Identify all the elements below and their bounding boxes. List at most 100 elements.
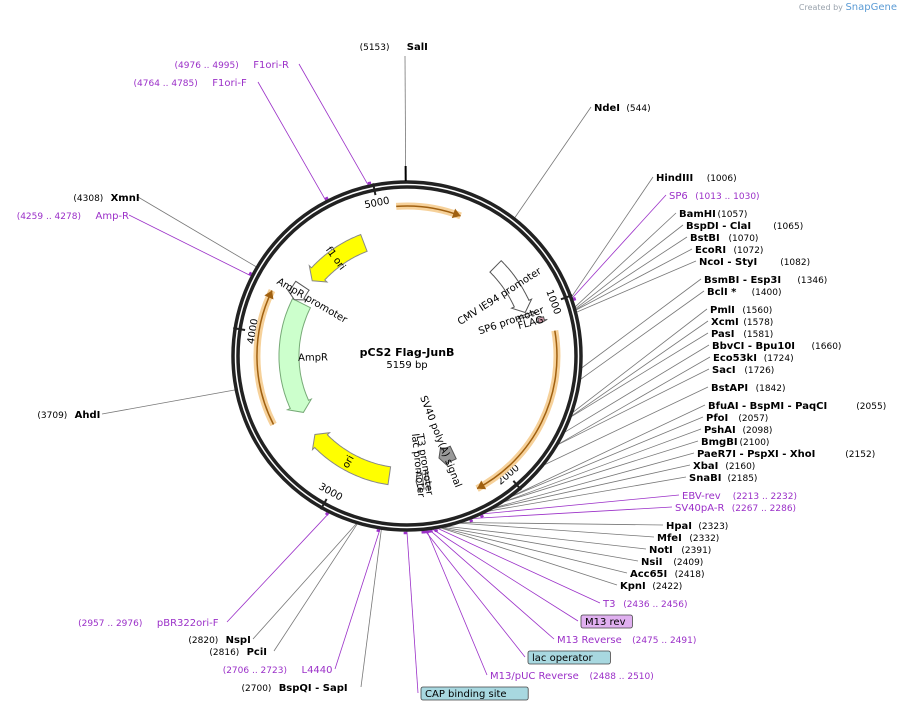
site-snabi[interactable]: SnaBI(2185) (689, 473, 757, 484)
site-name-bsmbi-esp3i: BsmBI - Esp3I (704, 275, 781, 286)
leader-ecori (575, 248, 693, 311)
site-name-bbvci-bpu10i: BbvCI - Bpu10I (712, 341, 795, 352)
site-pos-ahdi: (3709) (37, 411, 67, 421)
site-name-bspdi-clai: BspDI - ClaI (686, 221, 751, 232)
site-mfei[interactable]: MfeI(2332) (657, 533, 719, 544)
site-ndei[interactable]: NdeI(544) (594, 103, 651, 114)
leader-bmgbi (503, 440, 699, 503)
credit-prefix: Created by (798, 3, 843, 12)
site-pos-bstbi: (1070) (729, 234, 759, 244)
site-sv40pa-r[interactable]: SV40pA-R(2267 .. 2286) (675, 503, 796, 514)
site-bspqi-sapi[interactable]: BspQI - SapI(2700) (242, 683, 348, 694)
site-bcli[interactable]: BclI *(1400) (707, 287, 782, 298)
site-name-paer7i-pspxi-xhoi: PaeR7I - PspXI - XhoI (697, 449, 815, 460)
site-paer7i-pspxi-xhoi[interactable]: PaeR7I - PspXI - XhoI (2152) (697, 449, 875, 460)
site-pos-kpni: (2422) (652, 582, 682, 592)
site-pcii[interactable]: PciI(2816) (209, 647, 267, 658)
site-acc65i[interactable]: Acc65I(2418) (630, 569, 705, 580)
site-lac-operator[interactable]: lac operator (527, 650, 611, 665)
site-pasi[interactable]: PasI(1581) (711, 329, 773, 340)
site-pos-hpai: (2323) (698, 522, 728, 532)
feature-ampr: AmpR (278, 298, 328, 413)
site-bstbi[interactable]: BstBI(1070) (690, 233, 758, 244)
leader-bstapi (543, 386, 709, 466)
site-l4440[interactable]: L4440(2706 .. 2723) (223, 665, 333, 676)
site-bsmbi-esp3i[interactable]: BsmBI - Esp3I(1346) (704, 275, 827, 286)
site-amp-r[interactable]: Amp-R(4259 .. 4278) (17, 211, 129, 222)
site-pos-eco53ki: (1724) (764, 354, 794, 364)
site-xbai[interactable]: XbaI(2160) (693, 461, 755, 472)
site-bbvci-bpu10i[interactable]: BbvCI - Bpu10I (1660) (712, 341, 841, 352)
site-ecori[interactable]: EcoRI(1072) (695, 245, 763, 256)
site-sp6[interactable]: SP6(1013 .. 1030) (669, 191, 760, 202)
site-ebv-rev[interactable]: EBV-rev(2213 .. 2232) (682, 491, 797, 502)
site-bmgbi[interactable]: BmgBI(2100) (701, 437, 769, 448)
feature-f1-ori: f1 ori (308, 233, 368, 283)
site-pos-pasi: (1581) (743, 330, 773, 340)
site-xcmi[interactable]: XcmI(1578) (711, 317, 773, 328)
site-pos-paer7i-pspxi-xhoi: (2152) (845, 450, 875, 460)
tick-3000 (319, 498, 328, 510)
site-nsii[interactable]: NsiI(2409) (641, 557, 703, 568)
site-name-bfuai-bspmi-paqci: BfuAI - BspMI - PaqCI (708, 401, 827, 412)
site-bamhi[interactable]: BamHI(1057) (679, 209, 747, 220)
primer-mark-f1ori-f (324, 196, 329, 201)
site-ahdi[interactable]: AhdI(3709) (37, 410, 100, 421)
site-name-pfoi: PfoI (706, 413, 728, 424)
site-hpai[interactable]: HpaI(2323) (666, 521, 728, 532)
site-sali[interactable]: SalI(5153) (360, 42, 428, 53)
site-pshai[interactable]: PshAI(2098) (704, 425, 772, 436)
site-name-kpni: KpnI (620, 581, 646, 592)
site-name-saci: SacI (712, 365, 736, 376)
site-m13-puc-reverse[interactable]: M13/pUC Reverse(2488 .. 2510) (490, 671, 654, 682)
site-f1ori-f[interactable]: F1ori-F(4764 .. 4785) (134, 78, 248, 89)
site-pos-acc65i: (2418) (675, 570, 705, 580)
leader-acc65i (441, 527, 628, 574)
leader-hpai (460, 522, 664, 526)
leader-bfuai-bspmi-paqci (511, 404, 706, 497)
site-pos-hindiii: (1006) (707, 174, 737, 184)
site-pmli[interactable]: PmlI(1560) (710, 305, 772, 316)
site-pbr322ori-f[interactable]: pBR322ori-F(2957 .. 2976) (78, 618, 219, 629)
site-pos-xbai: (2160) (725, 462, 755, 472)
site-nspi[interactable]: NspI(2820) (188, 635, 250, 646)
site-pos-pcii: (2816) (209, 648, 239, 658)
site-pos-bbvci-bpu10i: (1660) (812, 342, 842, 352)
leader-pmli (572, 308, 708, 413)
feature-label-ampr: AmpR (298, 352, 328, 364)
site-ncoi-styi[interactable]: NcoI - StyI(1082) (699, 257, 810, 268)
site-name-noti: NotI (649, 545, 673, 556)
site-pfoi[interactable]: PfoI(2057) (706, 413, 768, 424)
leader-ahdi (101, 389, 236, 415)
leader-lines (101, 55, 711, 694)
site-f1ori-r[interactable]: F1ori-R(4976 .. 4995) (175, 60, 290, 71)
site-box-cap-binding-site (420, 686, 529, 701)
site-noti[interactable]: NotI(2391) (649, 545, 711, 556)
site-hindiii[interactable]: HindIII(1006) (656, 173, 737, 184)
leader-paer7i-pspxi-xhoi (493, 452, 695, 509)
leader-nsii (443, 526, 639, 562)
site-name-bspqi-sapi: BspQI - SapI (279, 683, 348, 694)
site-pos-bcli: (1400) (752, 288, 782, 298)
snapgene-brand: SnapGene (845, 2, 897, 13)
leader-ncoi-styi (576, 260, 697, 313)
site-saci[interactable]: SacI(1726) (712, 365, 774, 376)
primer-mark-sp6 (572, 297, 577, 301)
site-eco53ki[interactable]: Eco53kI(1724) (713, 353, 794, 364)
site-m13-reverse[interactable]: M13 Reverse(2475 .. 2491) (557, 635, 696, 646)
site-m13-rev[interactable]: M13 rev (580, 614, 633, 629)
site-xmni[interactable]: XmnI(4308) (73, 193, 139, 204)
site-pos-bspdi-clai: (1065) (773, 222, 803, 232)
site-t3[interactable]: T3(2436 .. 2456) (602, 599, 687, 610)
site-name-sali: SalI (407, 42, 428, 53)
site-kpni[interactable]: KpnI (2422) (620, 581, 682, 592)
site-cap-binding-site[interactable]: CAP binding site (420, 686, 529, 701)
site-bspdi-clai[interactable]: BspDI - ClaI (1065) (686, 221, 803, 232)
site-bstapi[interactable]: BstAPI(1842) (711, 383, 786, 394)
leader-f1ori-r (298, 63, 369, 186)
site-pos-pbr322ori-f: (2957 .. 2976) (78, 619, 142, 629)
plasmid-center: pCS2 Flag-JunB 5159 bp (360, 346, 455, 371)
site-bfuai-bspmi-paqci[interactable]: BfuAI - BspMI - PaqCI(2055) (708, 401, 886, 412)
insert-arrows (253, 202, 561, 492)
tick-5000 (372, 183, 377, 196)
